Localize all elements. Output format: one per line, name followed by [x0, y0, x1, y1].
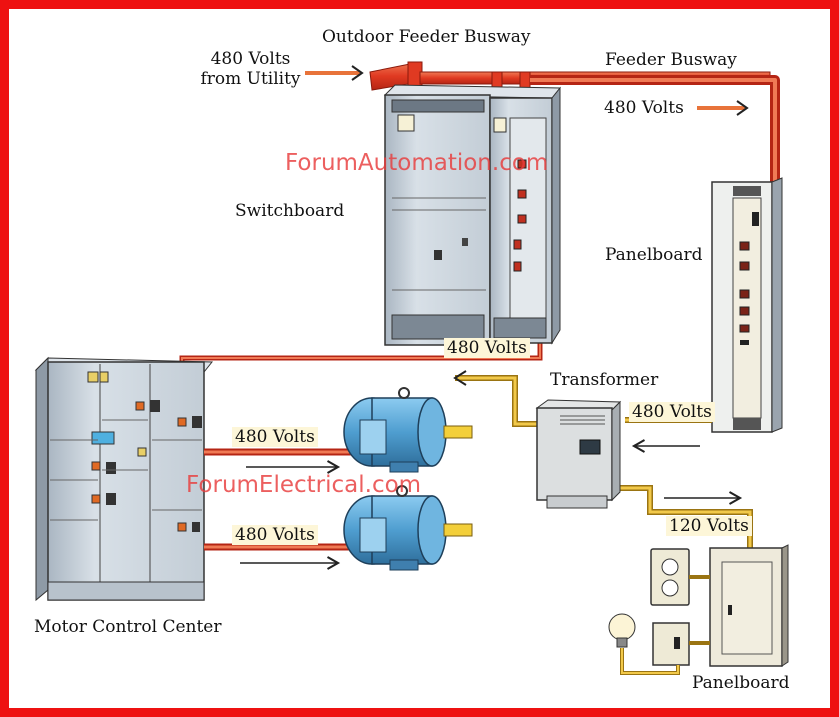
feeder-busway	[530, 75, 780, 182]
motor2-voltage-label: 480 Volts	[232, 525, 318, 545]
to-mcc-arrow-head	[453, 370, 467, 386]
panelboard-label: Panelboard	[605, 245, 703, 265]
mcc-label: Motor Control Center	[34, 617, 222, 637]
branch-panelboard-label: Panelboard	[692, 673, 790, 693]
utility-input-label: 480 Volts from Utility	[198, 49, 303, 89]
transformer-icon	[535, 399, 622, 509]
watermark-forumautomation: ForumAutomation.com	[285, 150, 549, 176]
switchboard-to-mcc-voltage-label: 480 Volts	[444, 338, 530, 358]
mcc-to-motor-feeders	[204, 448, 365, 551]
outlet-icon	[650, 548, 710, 606]
switchboard-icon	[383, 84, 562, 346]
feeder-busway-label: Feeder Busway	[605, 50, 737, 70]
branch-panelboard-icon	[709, 544, 789, 667]
feeder-arrow-head	[736, 100, 749, 116]
panelboard-icon	[711, 177, 783, 433]
light-switch-icon	[652, 622, 710, 666]
mcc-icon	[34, 356, 214, 602]
motor-icon	[343, 387, 473, 473]
transformer-output-voltage-label: 120 Volts	[666, 516, 752, 536]
utility-input-source: from Utility	[200, 69, 301, 89]
watermark-forumelectrical: ForumElectrical.com	[186, 472, 422, 498]
transformer-input-voltage-label: 480 Volts	[629, 402, 715, 422]
transformer-label: Transformer	[550, 370, 659, 390]
utility-input-voltage: 480 Volts	[210, 49, 291, 69]
light-bulb-icon	[608, 613, 680, 675]
outdoor-feeder-busway-label: Outdoor Feeder Busway	[322, 27, 531, 47]
motor1-voltage-label: 480 Volts	[232, 427, 318, 447]
utility-arrow-head	[351, 65, 364, 81]
motor-icon	[343, 485, 473, 571]
switchboard-label: Switchboard	[235, 201, 345, 221]
feeder-voltage-label: 480 Volts	[604, 98, 684, 118]
